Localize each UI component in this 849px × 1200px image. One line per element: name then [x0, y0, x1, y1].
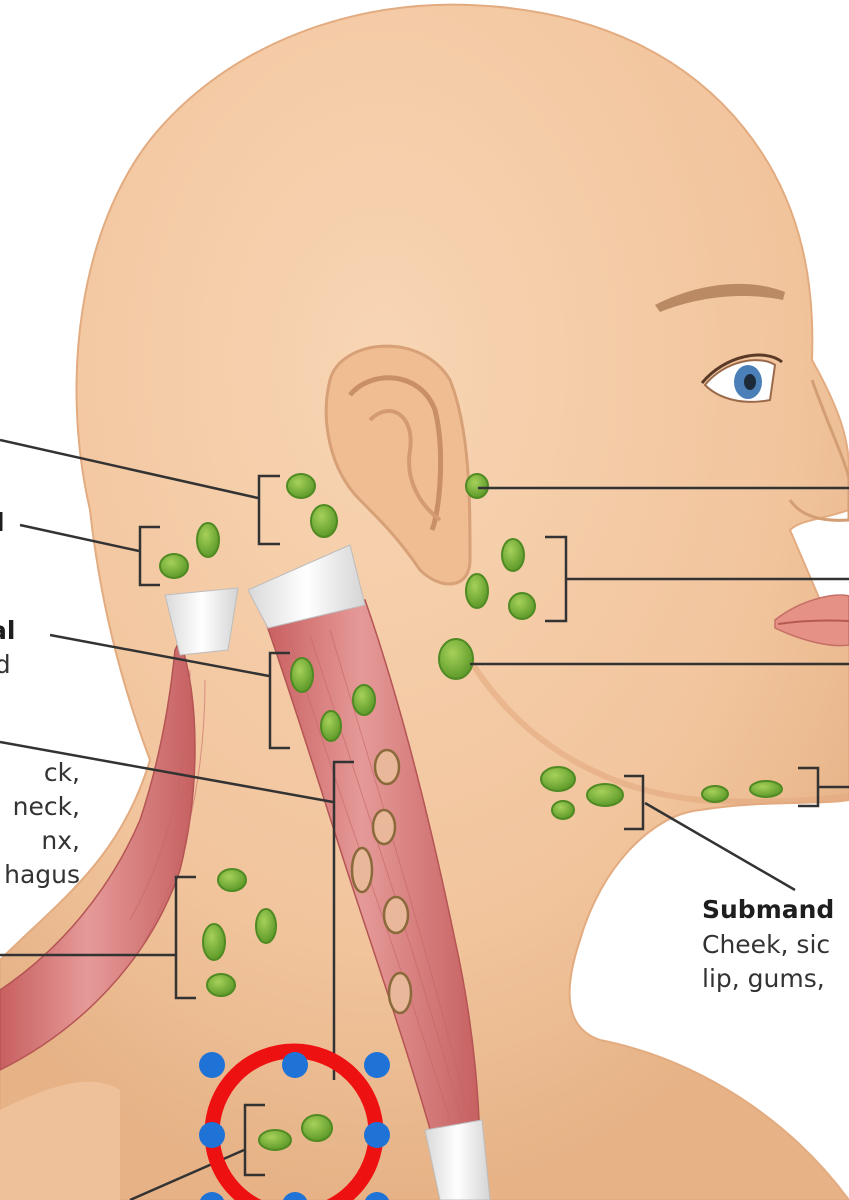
- postauricular-title: al: [0, 616, 16, 645]
- deep-desc-line: nx,: [41, 826, 80, 855]
- head-neck-skin: [0, 3, 849, 1200]
- deep-desc-line: neck,: [12, 792, 80, 821]
- lymph-nodes: [159, 473, 783, 1151]
- selection-handle-right[interactable]: [364, 1122, 390, 1148]
- selection-handle-left[interactable]: [199, 1122, 225, 1148]
- postauricular-description: tid: [0, 648, 11, 682]
- jaw-shadow: [467, 658, 849, 805]
- selection-handle-bottom-left[interactable]: [199, 1192, 225, 1200]
- eyebrow: [655, 283, 785, 312]
- eye: [700, 353, 783, 403]
- postauricular-label-fragment: al: [0, 614, 15, 648]
- deep-desc-line: hagus: [4, 860, 80, 889]
- occipital-title: l: [0, 508, 5, 537]
- ear: [324, 344, 472, 586]
- deep-cervical-description: ck, neck, nx, hagus: [0, 756, 80, 892]
- postauricular-desc-text: tid: [0, 650, 11, 679]
- occipital-label-fragment: l: [0, 506, 5, 540]
- submandibular-title: Submand: [702, 895, 835, 924]
- submandibular-label: Submand: [702, 893, 834, 927]
- sternocleidomastoid-tendon-top: [247, 544, 366, 629]
- selection-handle-top[interactable]: [282, 1052, 308, 1078]
- submand-desc-line: Cheek, sic: [702, 930, 831, 959]
- deep-cervical-nodes: [350, 748, 413, 1015]
- selection-annotation[interactable]: [199, 1043, 390, 1200]
- submand-desc-line: lip, gums,: [702, 964, 825, 993]
- selection-handle-bottom-right[interactable]: [364, 1192, 390, 1200]
- selection-handle-top-left[interactable]: [199, 1052, 225, 1078]
- deep-desc-line: ck,: [43, 758, 80, 787]
- selection-handle-top-right[interactable]: [364, 1052, 390, 1078]
- sternocleidomastoid-tendon-bottom: [424, 1119, 491, 1200]
- trapezius-tendon: [164, 587, 239, 656]
- submandibular-description: Cheek, sic lip, gums,: [702, 928, 830, 996]
- selection-handle-bottom[interactable]: [282, 1192, 308, 1200]
- leader-lines: [0, 438, 849, 1200]
